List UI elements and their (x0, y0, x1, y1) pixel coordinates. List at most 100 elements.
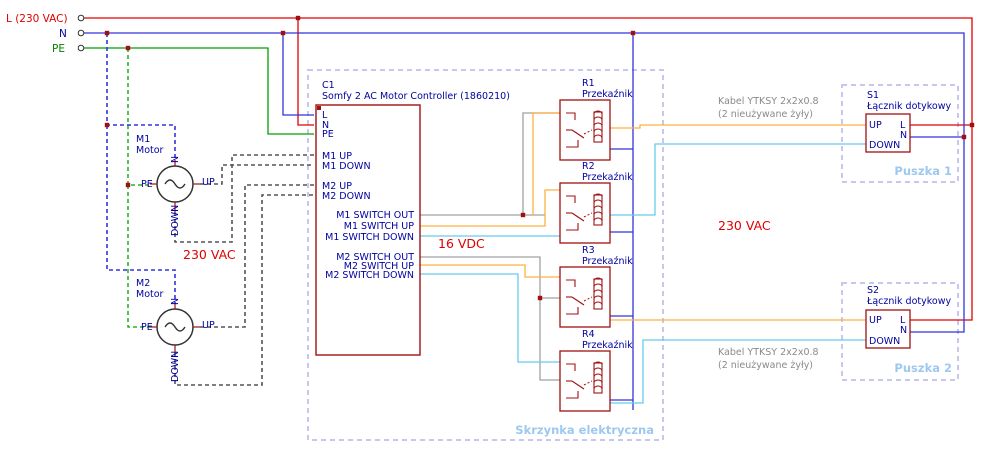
motor-m2-down: DOWN (170, 351, 181, 382)
switch-s2-body (865, 309, 911, 349)
junction-dot (630, 30, 636, 36)
switch-s2-down: DOWN (869, 336, 900, 347)
controller-body (315, 104, 421, 356)
wire-s1-up (610, 124, 866, 129)
relay-coil-winding (593, 277, 603, 306)
relay-type: Przekaźnik (582, 256, 633, 267)
junction-dot (104, 122, 110, 128)
switch-s1-l: L (900, 120, 906, 131)
cabinet-box (307, 69, 664, 441)
relay-switch-arm (571, 212, 585, 222)
controller-pin1-marker (317, 106, 321, 110)
relay-coil-icon (593, 194, 603, 226)
relay-coil-winding (593, 361, 603, 390)
button-box-1-title: Puszka 1 (894, 164, 952, 178)
wire-neutral-ctrl (282, 33, 314, 116)
switch-s1-n: N (900, 130, 907, 141)
terminal-pe (77, 44, 85, 52)
junction-dot (125, 45, 131, 51)
wire-m2-down (174, 194, 314, 386)
relay-coil-icon (593, 362, 603, 394)
switch-s2: S2 Łącznik dotykowy UP DOWN L N (865, 285, 951, 349)
pin-m1-switch-down: M1 SWITCH DOWN (325, 232, 414, 243)
junction-dot (104, 30, 110, 36)
wire-m1-neutral (106, 33, 176, 160)
relay-switch-arm (571, 129, 585, 139)
pin-m1-up: M1 UP (322, 151, 352, 162)
wire-m1-sw-out (420, 112, 560, 216)
wire-m2-sw-up (420, 264, 560, 278)
pin-m1-switch-out: M1 SWITCH OUT (336, 210, 414, 221)
relay-type: Przekaźnik (582, 89, 633, 100)
wire-s1-down (610, 143, 866, 216)
controller-ref: C1 (322, 80, 335, 91)
motor-m1-up: UP (202, 177, 215, 188)
voltage-label-signal: 16 VDC (438, 236, 485, 251)
relay-ref: R2 (582, 161, 595, 172)
controller-title: Somfy 2 AC Motor Controller (1860210) (322, 91, 510, 102)
terminal-l (77, 14, 85, 22)
wire-m1-up (200, 164, 314, 185)
switch-s1-type: Łącznik dotykowy (866, 101, 951, 112)
switch-s1: S1 Łącznik dotykowy UP DOWN L N (865, 90, 951, 153)
relay-coil-winding (593, 193, 603, 222)
relay-no-contact (566, 307, 579, 315)
switch-s1-up: UP (869, 120, 882, 131)
source-n-label: N (59, 28, 67, 40)
switch-s1-ref: S1 (867, 90, 879, 101)
wire-m2-sw-down (420, 273, 560, 363)
relay-nc-contact (566, 195, 576, 203)
wire-earth (82, 47, 314, 135)
wire-earth-m2 (127, 185, 150, 328)
wire-live-bus (82, 17, 314, 126)
motor-m2-n: N (170, 298, 181, 305)
relay-type: Przekaźnik (582, 172, 633, 183)
wires-layer (82, 17, 973, 410)
motor-m2-pe: PE (141, 322, 153, 333)
motor-m2-up: UP (202, 320, 215, 331)
junction-dot (295, 15, 301, 21)
relay-coil-icon (593, 278, 603, 310)
pin-m2-switch-up: M2 SWITCH UP (344, 261, 414, 272)
cable-note-2-line1: Kabel YTKSY 2x2x0.8 (718, 347, 819, 358)
relay-no-contact (566, 223, 579, 231)
wire-live-right (298, 17, 973, 321)
terminal-n (77, 29, 85, 37)
button-box-2-title: Puszka 2 (894, 361, 952, 375)
wire-earth-m1 (127, 48, 150, 186)
junction-dot (961, 134, 967, 140)
relay-actuator (583, 380, 593, 386)
wire-neutral-bus (82, 32, 965, 333)
controller-c1: C1 Somfy 2 AC Motor Controller (1860210)… (315, 80, 510, 356)
source-pe-label: PE (52, 43, 65, 55)
motor-m1: M1 Motor PE UP N DOWN (136, 134, 215, 236)
cabinet-title: Skrzynka elektryczna (515, 423, 654, 437)
wire-m2-up (200, 184, 314, 328)
motor-m2-type: Motor (136, 289, 164, 300)
switch-s2-l: L (900, 315, 906, 326)
switch-s1-down: DOWN (869, 140, 900, 151)
pin-m2-down: M2 DOWN (322, 191, 371, 202)
pin-m2-up: M2 UP (322, 181, 352, 192)
motor-m1-n: N (170, 156, 181, 163)
relays-layer: R1PrzekaźnikR2PrzekaźnikR3PrzekaźnikR4Pr… (559, 78, 633, 412)
motor-m1-ref: M1 (136, 134, 150, 145)
relay-ref: R3 (582, 245, 595, 256)
motor-m1-sine-icon (164, 179, 186, 189)
voltage-label-motors: 230 VAC (183, 247, 236, 262)
cable-note-1-line2: (2 nieużywane żyły) (718, 109, 813, 120)
junction-dot (280, 30, 286, 36)
relay-actuator (583, 296, 593, 302)
relay-nc-contact (566, 363, 576, 371)
pin-m2-switch-out: M2 SWITCH OUT (336, 252, 414, 263)
source-l-label: L (230 VAC) (6, 13, 68, 25)
switch-s2-ref: S2 (867, 285, 879, 296)
pin-pe: PE (322, 129, 334, 140)
pin-m2-switch-down: M2 SWITCH DOWN (325, 270, 414, 281)
motor-m2-ref: M2 (136, 278, 150, 289)
relay-actuator (583, 212, 593, 218)
pin-m1-switch-up: M1 SWITCH UP (344, 221, 414, 232)
